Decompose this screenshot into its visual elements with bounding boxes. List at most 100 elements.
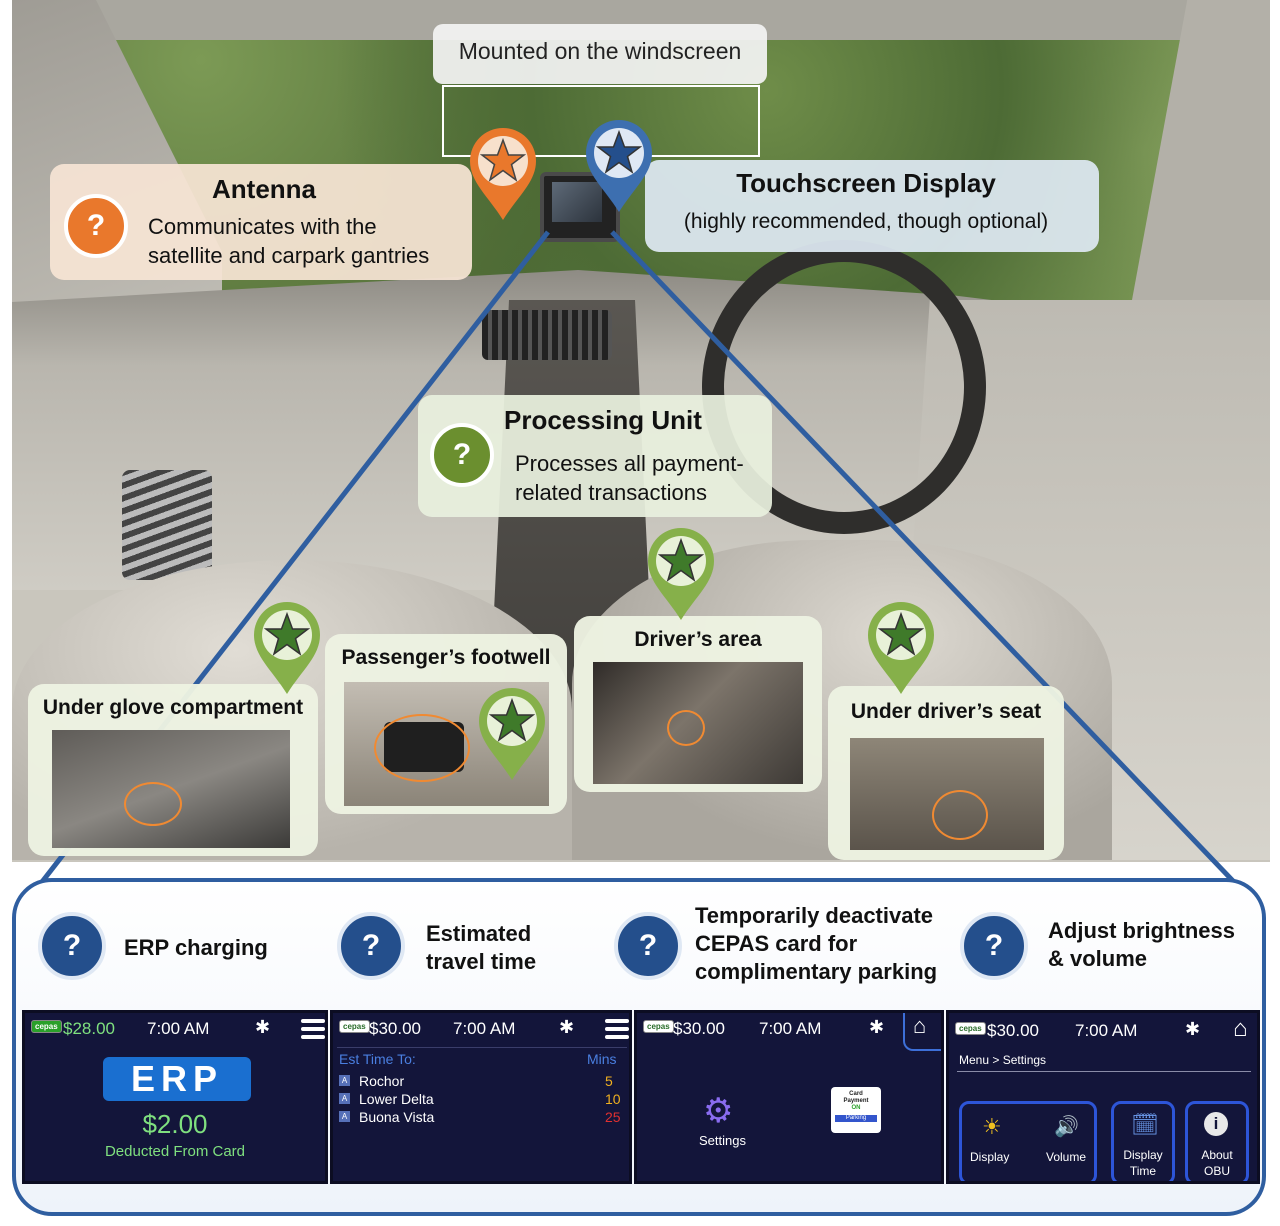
travel-mins: 25 [605, 1109, 621, 1125]
list-item: A Lower Delta 10 [339, 1091, 625, 1109]
center-vent [482, 310, 612, 360]
location-label: Passenger’s footwell [341, 646, 551, 669]
home-icon[interactable]: ⌂ [1233, 1015, 1248, 1042]
feature-cepas-label-3: complimentary parking [695, 959, 938, 984]
processing-desc-1: Processes all payment- [515, 451, 744, 476]
question-icon: ? [38, 912, 106, 980]
about-label-1: About [1201, 1148, 1233, 1162]
breadcrumb: Menu > Settings [959, 1053, 1047, 1067]
home-icon: ⌂ [913, 1013, 927, 1038]
card-toggle-state: ON [851, 1105, 861, 1111]
travel-mins: 5 [605, 1073, 613, 1089]
antenna-pin-icon [470, 128, 536, 220]
clock: 7:00 AM [147, 1019, 210, 1038]
list-item: A Rochor 5 [339, 1073, 625, 1091]
card-payment-toggle[interactable]: Card Payment ON Parking [831, 1087, 881, 1133]
erp-charge-amount: $2.00 [142, 1109, 208, 1139]
home-button[interactable]: ⌂ [903, 1013, 941, 1051]
side-vent [122, 470, 212, 580]
location-highlight-ring [124, 782, 182, 826]
destination: Lower Delta [359, 1091, 434, 1107]
antenna-desc-1: Communicates with the [148, 214, 377, 239]
location-label: Driver’s area [634, 628, 762, 651]
cepas-logo: cepas [31, 1020, 62, 1033]
card-balance: $30.00 [369, 1019, 421, 1038]
card-toggle-line4: Parking [835, 1115, 877, 1122]
parking-screen: cepas $30.00 7:00 AM ✱ ⌂ ⚙ Settings Card… [634, 1010, 944, 1184]
divider [957, 1071, 1251, 1072]
question-icon: ? [430, 423, 494, 487]
bluetooth-icon: ✱ [869, 1017, 885, 1037]
est-time-header: Est Time To: [339, 1051, 416, 1067]
antenna-callout: ? Antenna Communicates with the satellit… [50, 164, 472, 280]
location-label: Under glove compartment [42, 696, 304, 719]
location-card-driver: Driver’s area [574, 616, 822, 792]
divider [337, 1047, 627, 1048]
question-icon: ? [960, 912, 1028, 980]
location-highlight-ring [667, 710, 705, 746]
mounted-label: Mounted on the windscreen [458, 38, 742, 64]
question-icon: ? [614, 912, 682, 980]
card-toggle-line2: Payment [843, 1098, 869, 1104]
info-icon: i [1204, 1112, 1228, 1136]
touchscreen-subtitle: (highly recommended, though optional) [683, 210, 1049, 233]
menu-icon[interactable] [605, 1019, 629, 1023]
location-card-glove: Under glove compartment [28, 684, 318, 856]
volume-label: Volume [1046, 1150, 1087, 1164]
volume-icon[interactable]: 🔊 [1054, 1116, 1079, 1138]
location-pin-icon [479, 688, 545, 780]
brightness-icon[interactable]: ☀ [982, 1114, 1002, 1139]
location-photo [593, 662, 803, 784]
card-balance: $28.00 [63, 1019, 115, 1038]
menu-icon[interactable] [301, 1019, 325, 1023]
clock: 7:00 AM [1075, 1021, 1138, 1040]
touchscreen-title: Touchscreen Display [736, 168, 996, 198]
feature-brightness-label-1: Adjust brightness [1048, 918, 1236, 943]
clock: 7:00 AM [453, 1019, 516, 1038]
calendar-clock-icon: 🗓 [1131, 1112, 1159, 1137]
location-highlight-ring [374, 714, 470, 782]
feature-brightness-label-2: & volume [1048, 946, 1148, 971]
display-time-label-1: Display [1123, 1148, 1163, 1162]
bluetooth-icon: ✱ [255, 1017, 271, 1037]
display-time-button[interactable]: 🗓 Display Time [1111, 1101, 1175, 1181]
about-obu-button[interactable]: i About OBU [1185, 1101, 1249, 1181]
display-volume-group: ☀ Display 🔊 Volume [959, 1101, 1097, 1181]
antenna-title: Antenna [212, 174, 316, 204]
feature-cepas-label-2: CEPAS card for [695, 931, 858, 956]
erp-charge-note: Deducted From Card [104, 1143, 246, 1160]
road-icon: A [339, 1075, 350, 1086]
question-icon: ? [64, 194, 128, 258]
destination: Rochor [359, 1073, 405, 1089]
processing-title: Processing Unit [504, 405, 702, 435]
location-pin-icon [868, 602, 934, 694]
feature-erp-label: ERP charging [124, 935, 268, 960]
settings-label: Settings [699, 1133, 746, 1148]
card-balance: $30.00 [673, 1019, 725, 1038]
touchscreen-pin-icon [586, 120, 652, 212]
card-toggle-line1: Card [849, 1091, 863, 1097]
bluetooth-icon: ✱ [559, 1017, 575, 1037]
location-label: Under driver’s seat [850, 700, 1042, 723]
location-pin-icon [254, 602, 320, 694]
touchscreen-device-screen [552, 182, 602, 222]
cepas-logo: cepas [955, 1022, 986, 1035]
settings-screen: cepas $30.00 7:00 AM ✱ ⌂ Menu > Settings… [946, 1010, 1260, 1184]
processing-unit-callout: ? Processing Unit Processes all payment-… [418, 395, 772, 517]
travel-time-screen: cepas $30.00 7:00 AM ✱ Est Time To: Mins… [330, 1010, 632, 1184]
processing-desc-2: related transactions [515, 480, 707, 505]
feature-travel-label-2: travel time [426, 949, 537, 974]
card-balance: $30.00 [987, 1021, 1039, 1040]
touchscreen-callout: Touchscreen Display (highly recommended,… [645, 160, 1099, 252]
gear-icon[interactable]: ⚙ [703, 1092, 734, 1130]
antenna-desc-2: satellite and carpark gantries [148, 243, 430, 268]
location-highlight-ring [932, 790, 988, 840]
feature-travel-label-1: Estimated [426, 921, 532, 946]
erp-screen: cepas $28.00 7:00 AM ✱ ERP $2.00 Deducte… [22, 1010, 328, 1184]
cepas-logo: cepas [339, 1020, 370, 1033]
erp-logo: ERP [103, 1057, 251, 1101]
location-card-under-seat: Under driver’s seat [828, 686, 1064, 860]
feature-cepas-label-1: Temporarily deactivate [695, 903, 934, 928]
clock: 7:00 AM [759, 1019, 822, 1038]
mounted-callout: Mounted on the windscreen [433, 24, 767, 84]
